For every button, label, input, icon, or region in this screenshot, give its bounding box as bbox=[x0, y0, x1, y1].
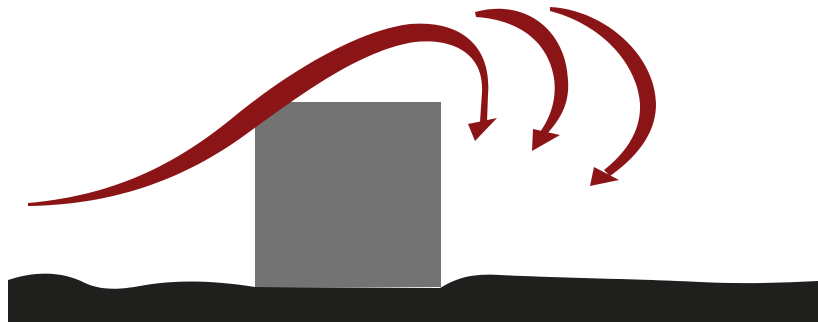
wind-arrow-middle-head bbox=[532, 129, 560, 151]
gray-square-obstacle bbox=[255, 102, 441, 287]
wind-arrow-middle bbox=[475, 9, 568, 136]
wind-arrow-long-curve-head bbox=[468, 118, 497, 141]
